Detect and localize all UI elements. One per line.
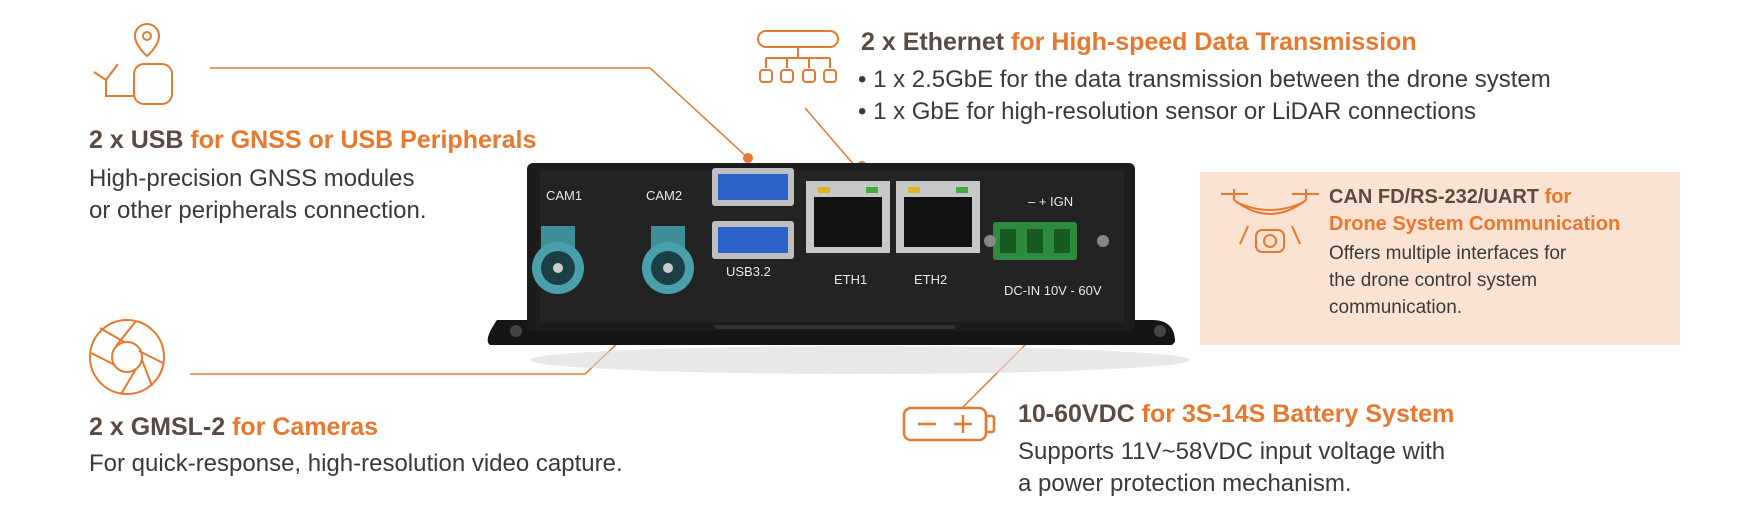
cam1-connector [532,226,584,294]
ign-label: – + IGN [1028,194,1074,209]
can-heading-accent-1: for [1539,186,1572,208]
power-heading-bold: 10-60VDC [1018,400,1135,428]
battery-icon [902,406,996,442]
usb-leader-line [210,67,749,159]
network-topology-icon [757,30,839,83]
gmsl-heading-accent: for Cameras [225,413,379,441]
ethernet-bullet-1: • 1 x 2.5GbE for the data transmission b… [858,66,1551,93]
gmsl-heading-bold: 2 x GMSL-2 [89,413,226,441]
can-info-box [1200,172,1680,345]
gmsl-description: For quick-response, high-resolution vide… [89,450,623,477]
can-desc-line3: communication. [1329,297,1463,318]
usb-heading-accent: for GNSS or USB Peripherals [183,126,537,154]
can-heading-accent-2: Drone System Communication [1329,213,1621,235]
cam1-label: CAM1 [546,188,583,203]
power-desc-line2: a power protection mechanism. [1018,470,1352,497]
drone-icon [1221,189,1319,253]
usb-heading: 2 x USB for GNSS or USB Peripherals [89,126,536,155]
usb-port-label: USB3.2 [726,264,771,279]
can-heading: CAN FD/RS-232/UART for Drone System Comm… [1329,184,1620,238]
usb-heading-bold: 2 x USB [89,126,184,154]
eth1-label: ETH1 [834,272,868,287]
gnss-device-icon [93,22,173,105]
cam2-connector [642,226,694,294]
power-desc-line1: Supports 11V~58VDC input voltage with [1018,438,1446,465]
ethernet-heading-accent: for High-speed Data Transmission [1004,28,1417,56]
ethernet-heading: 2 x Ethernet for High-speed Data Transmi… [861,28,1417,57]
ethernet-ports [806,181,980,253]
camera-aperture-icon [89,319,165,395]
usb-desc-line1: High-precision GNSS modules [89,165,415,192]
can-desc-line2: the drone control system [1329,270,1538,291]
power-terminal [984,222,1109,260]
usb-description: High-precision GNSS modules or other per… [89,163,427,227]
can-heading-bold: CAN FD/RS-232/UART [1329,186,1540,208]
power-heading-accent: for 3S-14S Battery System [1134,400,1455,428]
power-heading: 10-60VDC for 3S-14S Battery System [1018,400,1454,429]
can-desc-line1: Offers multiple interfaces for [1329,243,1567,264]
usb-leader-dot [743,153,753,163]
cam2-label: CAM2 [646,188,683,203]
usb-ports [712,168,794,259]
ethernet-description: • 1 x 2.5GbE for the data transmission b… [858,64,1551,128]
eth2-label: ETH2 [914,272,948,287]
ethernet-bullet-2: • 1 x GbE for high-resolution sensor or … [858,98,1477,125]
gmsl-heading: 2 x GMSL-2 for Cameras [89,413,378,442]
usb-desc-line2: or other peripherals connection. [89,197,427,224]
ethernet-leader-line [804,107,856,167]
can-description: Offers multiple interfaces for the drone… [1329,240,1566,321]
dcin-label: DC-IN 10V - 60V [1004,283,1102,298]
ethernet-heading-bold: 2 x Ethernet [861,28,1005,56]
power-description: Supports 11V~58VDC input voltage with a … [1018,436,1445,500]
